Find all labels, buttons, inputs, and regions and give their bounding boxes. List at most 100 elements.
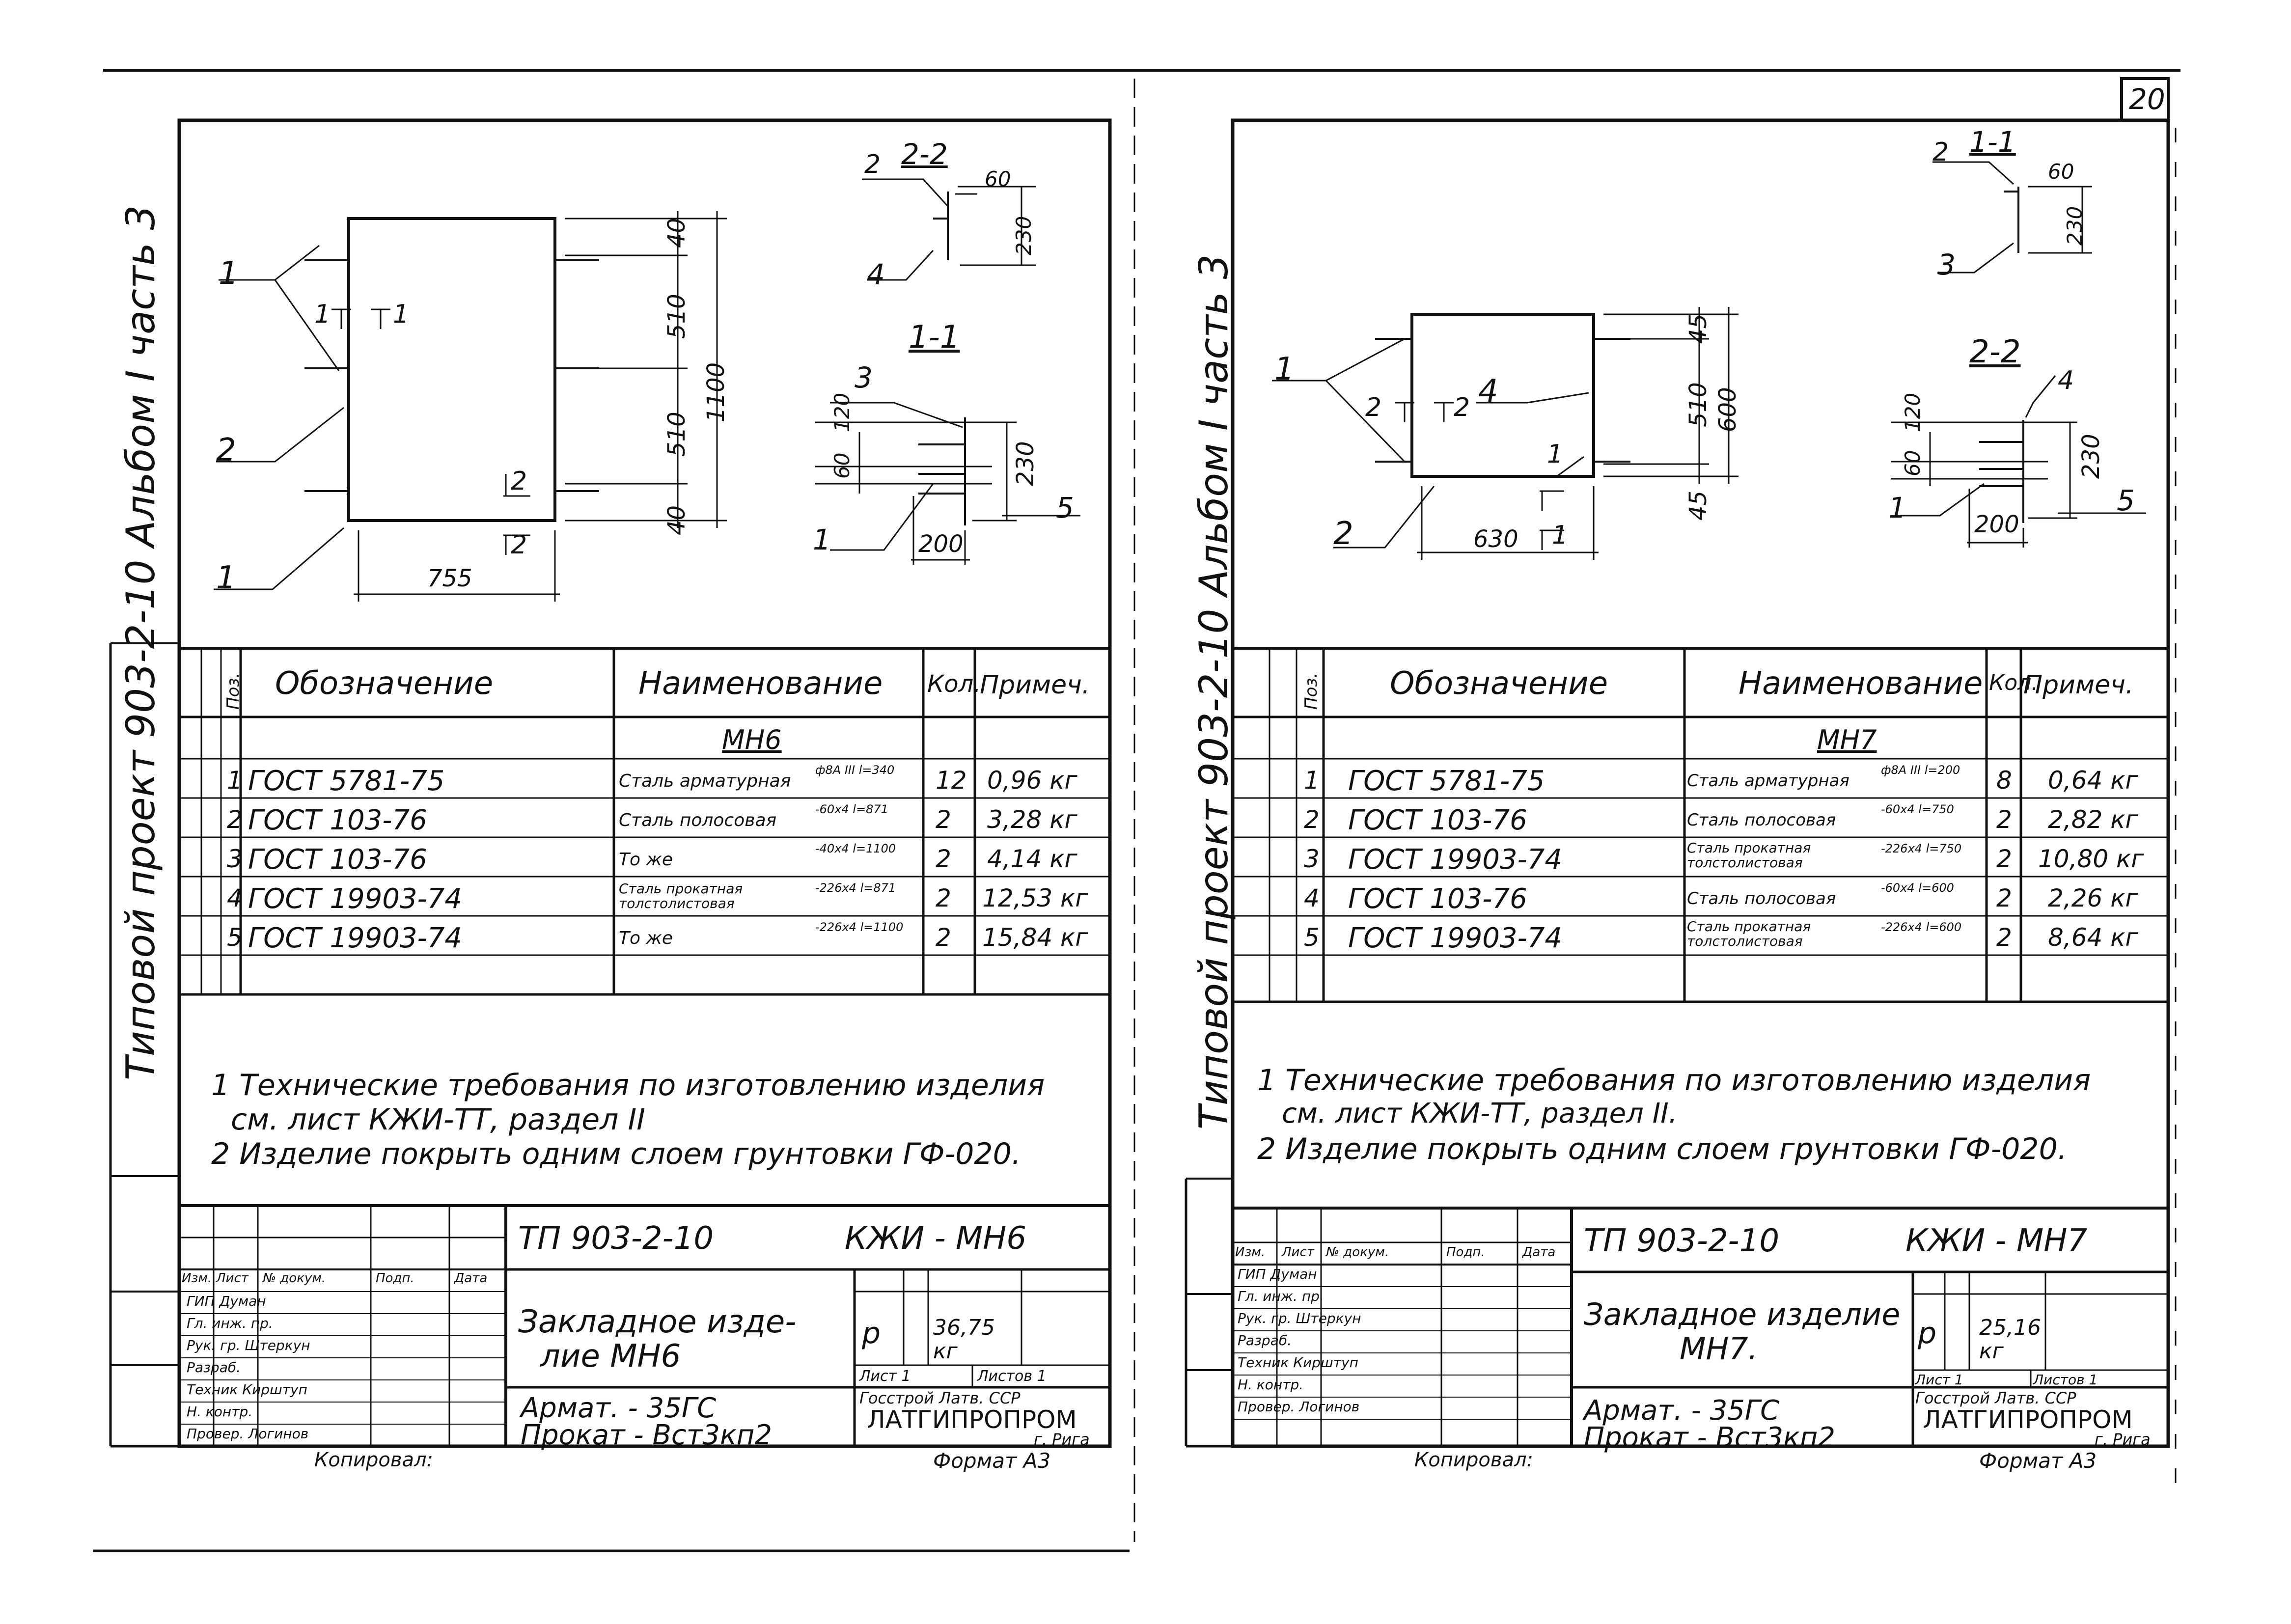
left-row-4-pos: 4: [227, 884, 243, 912]
left-row-5-spec: -226х4 l=1100: [815, 920, 904, 934]
right-section-a-callout-2: 2: [1932, 138, 1949, 167]
left-col-name-header: Наименование: [638, 665, 883, 702]
right-section-marker-1b: 1: [1552, 521, 1569, 550]
left-callout-1b: 1: [216, 560, 236, 596]
right-format: Формат А3: [1979, 1449, 2097, 1473]
right-callout-4: 4: [1478, 373, 1498, 410]
left-staff-3: Рук. гр. Штеркун: [187, 1337, 310, 1353]
left-section-b-callout-1: 1: [813, 523, 831, 556]
right-row-3-pos: 3: [1304, 845, 1320, 873]
right-staff-3: Рук. гр. Штеркун: [1238, 1310, 1361, 1326]
right-row-5-pos: 5: [1304, 923, 1320, 952]
left-section-a-d230: 230: [1012, 216, 1036, 255]
right-row-2-qty: 2: [1996, 805, 2012, 834]
left-section-b-d120: 120: [830, 392, 854, 432]
right-note-1b: см. лист КЖИ-ТТ, раздел II.: [1282, 1098, 1678, 1129]
right-row-4-spec: -60х4 l=600: [1881, 881, 1954, 895]
right-stamp-role-2: Лист: [1282, 1245, 1314, 1260]
right-col-name-header: Наименование: [1739, 665, 1983, 702]
left-dim-width: 755: [427, 565, 472, 592]
left-row-1-pos: 1: [227, 766, 243, 795]
left-section-marker-1: 1: [314, 300, 331, 329]
right-row-3-note: 10,80 кг: [2038, 845, 2144, 873]
left-row-5-pos: 5: [227, 923, 243, 952]
left-section-a-label: 2-2: [901, 138, 948, 171]
right-row-1-name: Сталь арматурная: [1687, 771, 1849, 791]
right-row-2-spec: -60х4 l=750: [1881, 802, 1954, 816]
right-col-note-header: Примеч.: [2023, 670, 2134, 700]
right-callout-1: 1: [1274, 351, 1295, 387]
right-row-5-designation: ГОСТ 19903-74: [1348, 922, 1562, 954]
left-item-name-2: лие МН6: [540, 1338, 681, 1375]
left-row-2-spec: -60х4 l=871: [815, 802, 888, 816]
right-callout-2: 2: [1333, 516, 1353, 552]
left-dim-top: 40: [663, 218, 690, 248]
left-stamp-role-4: Подп.: [376, 1271, 414, 1286]
left-staff-4: Разраб.: [187, 1359, 241, 1376]
left-note-2: 2 Изделие покрыть одним слоем грунтовки …: [211, 1137, 1021, 1171]
right-stamp-role-4: Подп.: [1446, 1245, 1485, 1260]
right-section-b-d230: 230: [2077, 434, 2105, 479]
right-stage: р: [1918, 1316, 1937, 1350]
right-note-2: 2 Изделие покрыть одним слоем грунтовки …: [1257, 1132, 2067, 1166]
left-stamp-role-5: Дата: [454, 1271, 488, 1286]
right-row-4-qty: 2: [1996, 884, 2012, 912]
right-dim-mid: 510: [1684, 382, 1712, 427]
right-designation: ТП 903-2-10: [1584, 1223, 1780, 1259]
right-section-marker-2b: 2: [1454, 393, 1470, 422]
right-staff-6: Н. контр.: [1238, 1376, 1304, 1393]
right-row-1-qty: 8: [1996, 766, 2012, 795]
right-row-5-name: Сталь прокатная толстолистовая: [1687, 918, 1811, 949]
left-section-a-d60: 60: [985, 167, 1011, 191]
left-materials-1: Армат. - 35ГС: [521, 1392, 717, 1424]
right-staff-4: Разраб.: [1238, 1332, 1292, 1349]
left-format: Формат А3: [933, 1449, 1051, 1473]
right-col-qty-header: Кол.: [1989, 670, 2039, 695]
left-section-marker-1b: 1: [393, 300, 410, 329]
left-staff-2: Гл. инж. пр.: [187, 1315, 273, 1331]
right-section-b-label: 2-2: [1969, 334, 2021, 370]
left-col-designation-header: Обозначение: [275, 665, 494, 702]
left-dim-mid1: 510: [663, 294, 690, 339]
left-row-2-pos: 2: [227, 805, 243, 834]
right-row-3-name: Сталь прокатная толстолистовая: [1687, 840, 1811, 871]
left-section-a-callout-2: 2: [864, 150, 881, 179]
right-row-1-spec: ф8А III l=200: [1881, 763, 1960, 777]
right-row-4-designation: ГОСТ 103-76: [1348, 883, 1527, 915]
left-staff-5: Техник Кирштуп: [187, 1381, 307, 1398]
left-stamp-role-3: № докум.: [263, 1271, 326, 1286]
right-sheets: Листов 1: [2033, 1372, 2098, 1388]
right-row-1-note: 0,64 кг: [2048, 766, 2138, 795]
left-sheets: Листов 1: [977, 1368, 1047, 1385]
right-row-4-pos: 4: [1304, 884, 1320, 912]
left-row-4-spec: -226х4 l=871: [815, 881, 896, 895]
right-row-5-qty: 2: [1996, 923, 2012, 952]
page-number: 20: [2129, 83, 2165, 116]
right-section-a-callout-3: 3: [1937, 248, 1956, 281]
right-materials-2: Прокат - Вст3кп2: [1584, 1422, 1836, 1454]
left-section-b-d230: 230: [1012, 441, 1039, 486]
left-section-marker-2a: 2: [511, 467, 527, 496]
right-item-name-2: МН7.: [1680, 1331, 1758, 1367]
right-group-label: МН7: [1817, 724, 1877, 755]
right-row-1-pos: 1: [1304, 766, 1320, 795]
right-code: КЖИ - МН7: [1905, 1223, 2088, 1259]
left-dim-total: 1100: [702, 362, 730, 422]
right-staff-1: ГИП Думан: [1238, 1266, 1317, 1282]
right-stamp-role-3: № докум.: [1326, 1245, 1389, 1260]
right-section-b-callout-1: 1: [1888, 491, 1906, 524]
right-section-b-callout-5: 5: [2117, 484, 2135, 517]
left-col-pos-header: Поз.: [223, 672, 243, 710]
left-stamp-role-1: Изм.: [182, 1271, 212, 1286]
left-row-3-designation: ГОСТ 103-76: [248, 844, 427, 876]
right-row-4-name: Сталь полосовая: [1687, 889, 1836, 908]
left-row-2-designation: ГОСТ 103-76: [248, 804, 427, 836]
right-dim-top: 45: [1684, 313, 1712, 344]
left-stamp-role-2: Лист: [216, 1271, 248, 1286]
left-section-b-callout-3: 3: [855, 361, 873, 394]
right-row-2-designation: ГОСТ 103-76: [1348, 804, 1527, 836]
left-section-b-d60: 60: [830, 452, 854, 479]
left-col-note-header: Примеч.: [980, 670, 1090, 700]
left-col-qty-header: Кол.: [927, 670, 981, 698]
